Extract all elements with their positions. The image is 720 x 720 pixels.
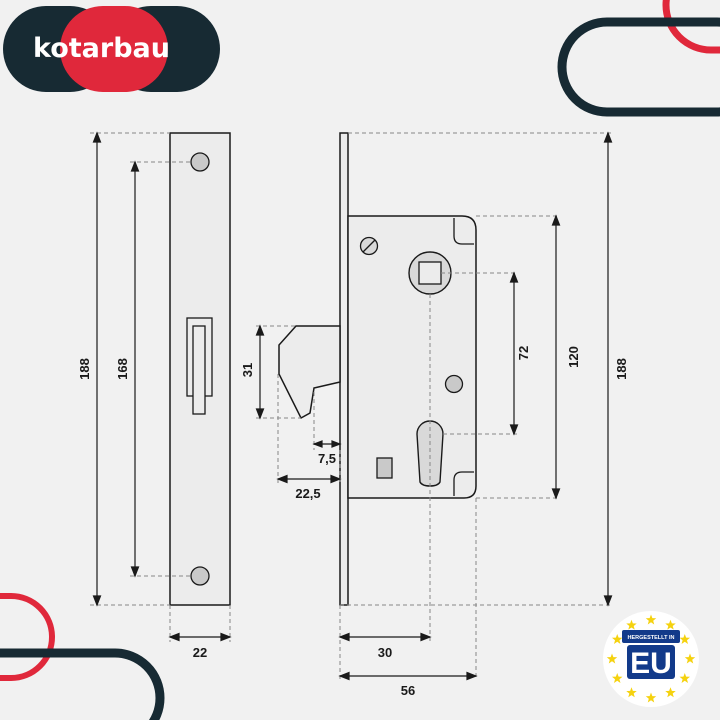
- made-in-eu-badge: HERGESTELLT IN EU: [603, 611, 699, 707]
- lock-small-square: [376, 457, 393, 479]
- lock-body: [339, 132, 477, 606]
- lock-case-corner-top: [453, 218, 474, 245]
- lock-case: [347, 215, 477, 499]
- eu-badge-big-text: EU: [630, 647, 672, 680]
- faceplate-screw-hole-top: [190, 152, 210, 172]
- lock-case-corner-bottom: [453, 471, 474, 496]
- eu-badge-top-text: HERGESTELLT IN: [628, 635, 675, 641]
- logo-pill-red: [60, 6, 168, 92]
- decor-ring-top-right-red: [662, 0, 720, 54]
- lock-case-rivet: [444, 374, 464, 394]
- eu-star: [626, 619, 637, 630]
- dim-line-total-height: [603, 131, 613, 607]
- dim-line-case-height: [551, 214, 561, 500]
- lock-case-screw: [359, 236, 379, 256]
- label-faceplate-height: 188: [77, 358, 92, 380]
- dim-line-faceplate-height: [92, 131, 102, 607]
- brand-logo: kotarbau: [3, 6, 220, 92]
- hook-bolt: [278, 325, 341, 420]
- label-backset: 30: [378, 645, 392, 660]
- eu-star: [645, 614, 657, 625]
- label-hook-height: 31: [240, 363, 255, 377]
- lock-front-plate: [339, 132, 349, 606]
- dim-line-case-depth: [338, 671, 478, 681]
- label-case-height: 120: [566, 346, 581, 368]
- label-total-height: 188: [614, 358, 629, 380]
- decor-ring-top-right-dark: [557, 17, 720, 117]
- eu-star: [679, 634, 691, 644]
- label-hook-projection: 22,5: [295, 486, 320, 501]
- decor-ring-bottom-left-red: [0, 593, 55, 681]
- label-hole-spacing: 168: [115, 358, 130, 380]
- cylinder-cutout: [416, 420, 444, 487]
- extension-lines: [90, 132, 612, 680]
- label-spindle-to-cylinder: 72: [516, 346, 531, 360]
- eu-star: [645, 692, 657, 703]
- label-hook-throw: 7,5: [318, 451, 336, 466]
- label-case-depth: 56: [401, 683, 415, 698]
- decor-ring-bottom-left-dark: [0, 648, 165, 720]
- dim-line-spindle-to-cylinder: [509, 271, 519, 436]
- dim-line-faceplate-width: [168, 632, 232, 642]
- eu-star: [606, 653, 618, 664]
- eu-badge-top-band: [622, 630, 680, 643]
- eu-star: [626, 687, 637, 698]
- eu-star: [665, 619, 676, 630]
- logo-wordmark: kotarbau: [33, 33, 170, 64]
- eu-star: [611, 673, 623, 683]
- eu-star-ring: [606, 614, 696, 703]
- label-faceplate-width: 22: [193, 645, 207, 660]
- faceplate: [169, 132, 231, 606]
- dimension-lines: [92, 131, 613, 681]
- spindle-square-hole: [418, 261, 442, 285]
- faceplate-hook-tongue: [192, 325, 206, 415]
- dim-line-backset: [338, 632, 432, 642]
- eu-star: [679, 673, 691, 683]
- eu-badge-box: [627, 645, 675, 679]
- dim-line-hole-spacing: [130, 160, 140, 578]
- dim-line-hook-height: [255, 324, 265, 420]
- dim-line-hook-projection: [276, 474, 342, 484]
- eu-star: [684, 653, 696, 664]
- eu-star: [611, 634, 623, 644]
- dim-line-hook-throw: [312, 440, 342, 448]
- faceplate-screw-hole-bottom: [190, 566, 210, 586]
- eu-star: [665, 687, 676, 698]
